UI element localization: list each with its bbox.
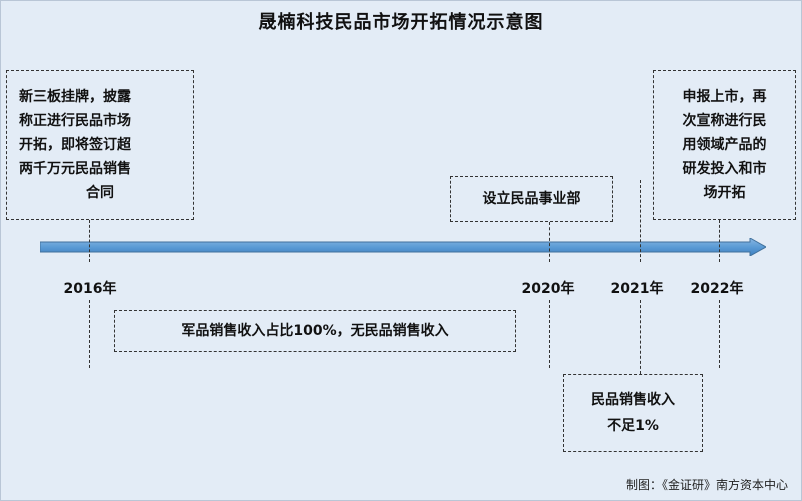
year-2022: 2022年 bbox=[690, 281, 744, 297]
event-2022-line: 研发投入和市 bbox=[682, 161, 767, 177]
event-2022-box: 申报上市，再 次宣称进行民 用领域产品的 研发投入和市 场开拓 bbox=[653, 70, 796, 220]
event-2021-line: 民品销售收入 bbox=[591, 392, 675, 408]
connector-2021 bbox=[640, 180, 641, 262]
year-2021: 2021年 bbox=[610, 281, 664, 297]
event-2016-line: 开拓，即将签订超 bbox=[19, 137, 131, 153]
event-2021-line: 不足1% bbox=[607, 418, 659, 434]
event-2022-line: 场开拓 bbox=[703, 185, 746, 201]
event-2021-box: 民品销售收入 不足1% bbox=[563, 374, 703, 452]
connector-2016-top bbox=[89, 220, 90, 262]
year-2020: 2020年 bbox=[521, 281, 575, 297]
event-2022-line: 用领域产品的 bbox=[682, 137, 767, 153]
diagram-title: 晟楠科技民品市场开拓情况示意图 bbox=[258, 12, 544, 33]
year-2016: 2016年 bbox=[63, 281, 117, 297]
event-2022-line: 次宣称进行民 bbox=[682, 113, 767, 129]
event-2020-box: 设立民品事业部 bbox=[450, 176, 613, 222]
connector-2020-top bbox=[549, 222, 550, 262]
connector-2021-bottom bbox=[640, 300, 641, 374]
event-2016-2020-box: 军品销售收入占比100%，无民品销售收入 bbox=[114, 310, 516, 352]
event-2016-line: 新三板挂牌，披露 bbox=[19, 89, 131, 105]
event-2022-line: 申报上市，再 bbox=[682, 89, 767, 105]
event-2020-text: 设立民品事业部 bbox=[482, 191, 581, 207]
timeline-arrow bbox=[40, 238, 766, 256]
event-2016-2020-text: 军品销售收入占比100%，无民品销售收入 bbox=[181, 323, 449, 339]
connector-2022-bottom bbox=[719, 300, 720, 368]
source-credit: 制图：《金证研》南方资本中心 bbox=[625, 478, 788, 492]
connector-2022-top bbox=[719, 220, 720, 262]
event-2016-line: 合同 bbox=[86, 185, 114, 201]
connector-2016-bottom bbox=[89, 300, 90, 368]
event-2016-box: 新三板挂牌，披露 称正进行民品市场 开拓，即将签订超 两千万元民品销售 合同 bbox=[6, 70, 194, 220]
event-2016-line: 称正进行民品市场 bbox=[19, 113, 131, 129]
event-2016-line: 两千万元民品销售 bbox=[19, 161, 131, 177]
connector-2020-bottom bbox=[549, 300, 550, 368]
